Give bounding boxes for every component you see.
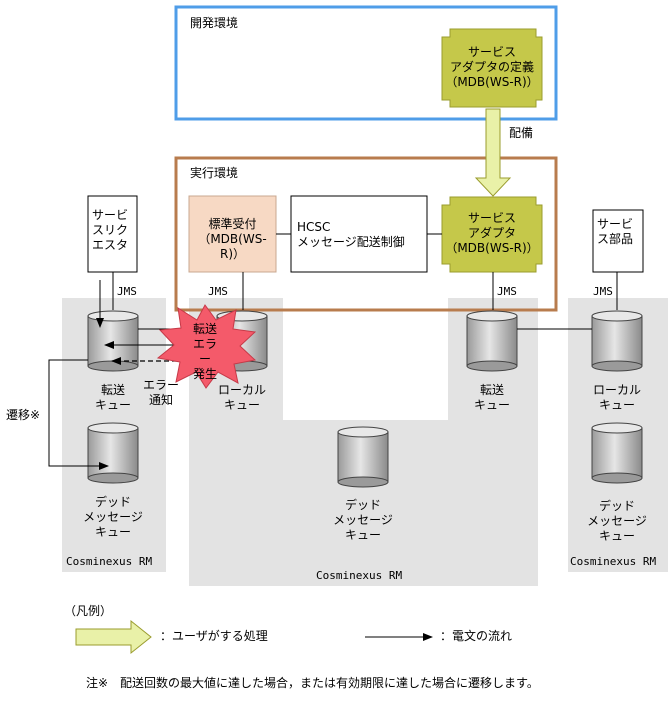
queue-dead-left-label: デッド メッセージ キュー [83, 495, 143, 539]
hcsc-label: HCSC メッセージ配送制御 [297, 220, 405, 249]
queue-forward-left [87, 310, 139, 372]
queue-local-right [591, 310, 643, 372]
standard-receiver-box [188, 195, 277, 273]
deploy-label: 配備 [509, 126, 534, 140]
legend-user-action: ：ユーザがする処理 [160, 629, 268, 643]
queue-dead-right-label: デッド メッセージ キュー [587, 499, 647, 543]
queue-dead-left [87, 422, 139, 484]
queue-forward-right-label: 転送 キュー [473, 383, 510, 412]
deploy-arrow [474, 108, 512, 197]
adapter-definition-label: サービス アダプタの定義 （MDB(WS-R)） [445, 45, 539, 89]
exec-env-frame [174, 156, 558, 312]
queue-dead-center [337, 426, 389, 488]
transition-label: 遷移※ [6, 408, 41, 422]
rm-label-right: Cosminexus RM [570, 555, 657, 568]
transition-arrow [48, 359, 109, 470]
service-requester-label: サービ スリク エスタ [92, 208, 129, 252]
queue-local-center-label: ローカル キュー [217, 383, 266, 412]
adapter-shape [441, 196, 543, 273]
service-component-label: サービ ス部品 [597, 217, 634, 246]
legend-message-flow: ：電文の流れ [440, 629, 513, 643]
queue-local-right-label: ローカル キュー [592, 383, 641, 412]
service-component-box [592, 209, 644, 273]
dev-env-frame [174, 5, 558, 121]
footnote: 注※ 配送回数の最大値に達した場合，または有効期限に達した場合に遷移します。 [86, 676, 539, 690]
legend-thick-arrow [75, 619, 152, 655]
legend-title: （凡例） [64, 604, 113, 618]
queue-dead-center-label: デッド メッセージ キュー [333, 498, 393, 542]
jms-label-adapter: JMS [497, 285, 517, 298]
error-notice-label: エラー 通知 [142, 378, 179, 407]
hcsc-box [290, 195, 428, 273]
queue-forward-left-label: 転送 キュー [94, 383, 131, 412]
rm-label-center: Cosminexus RM [316, 569, 403, 582]
rm-label-left: Cosminexus RM [66, 555, 153, 568]
jms-label-component: JMS [593, 285, 613, 298]
jms-label-requester: JMS [117, 285, 137, 298]
exec-env-label: 実行環境 [190, 166, 239, 180]
queue-forward-right [466, 310, 518, 372]
adapter-definition-shape [441, 28, 543, 108]
dev-env-label: 開発環境 [190, 16, 239, 30]
standard-receiver-label: 標準受付 （MDB(WS-R)） [198, 217, 267, 261]
jms-label-receiver: JMS [208, 285, 228, 298]
error-burst-label: 転送 エラー 発生 [192, 322, 217, 381]
queue-dead-right [591, 422, 643, 484]
adapter-label: サービス アダプタ （MDB(WS-R)） [445, 211, 539, 255]
error-burst-shape [156, 304, 257, 389]
